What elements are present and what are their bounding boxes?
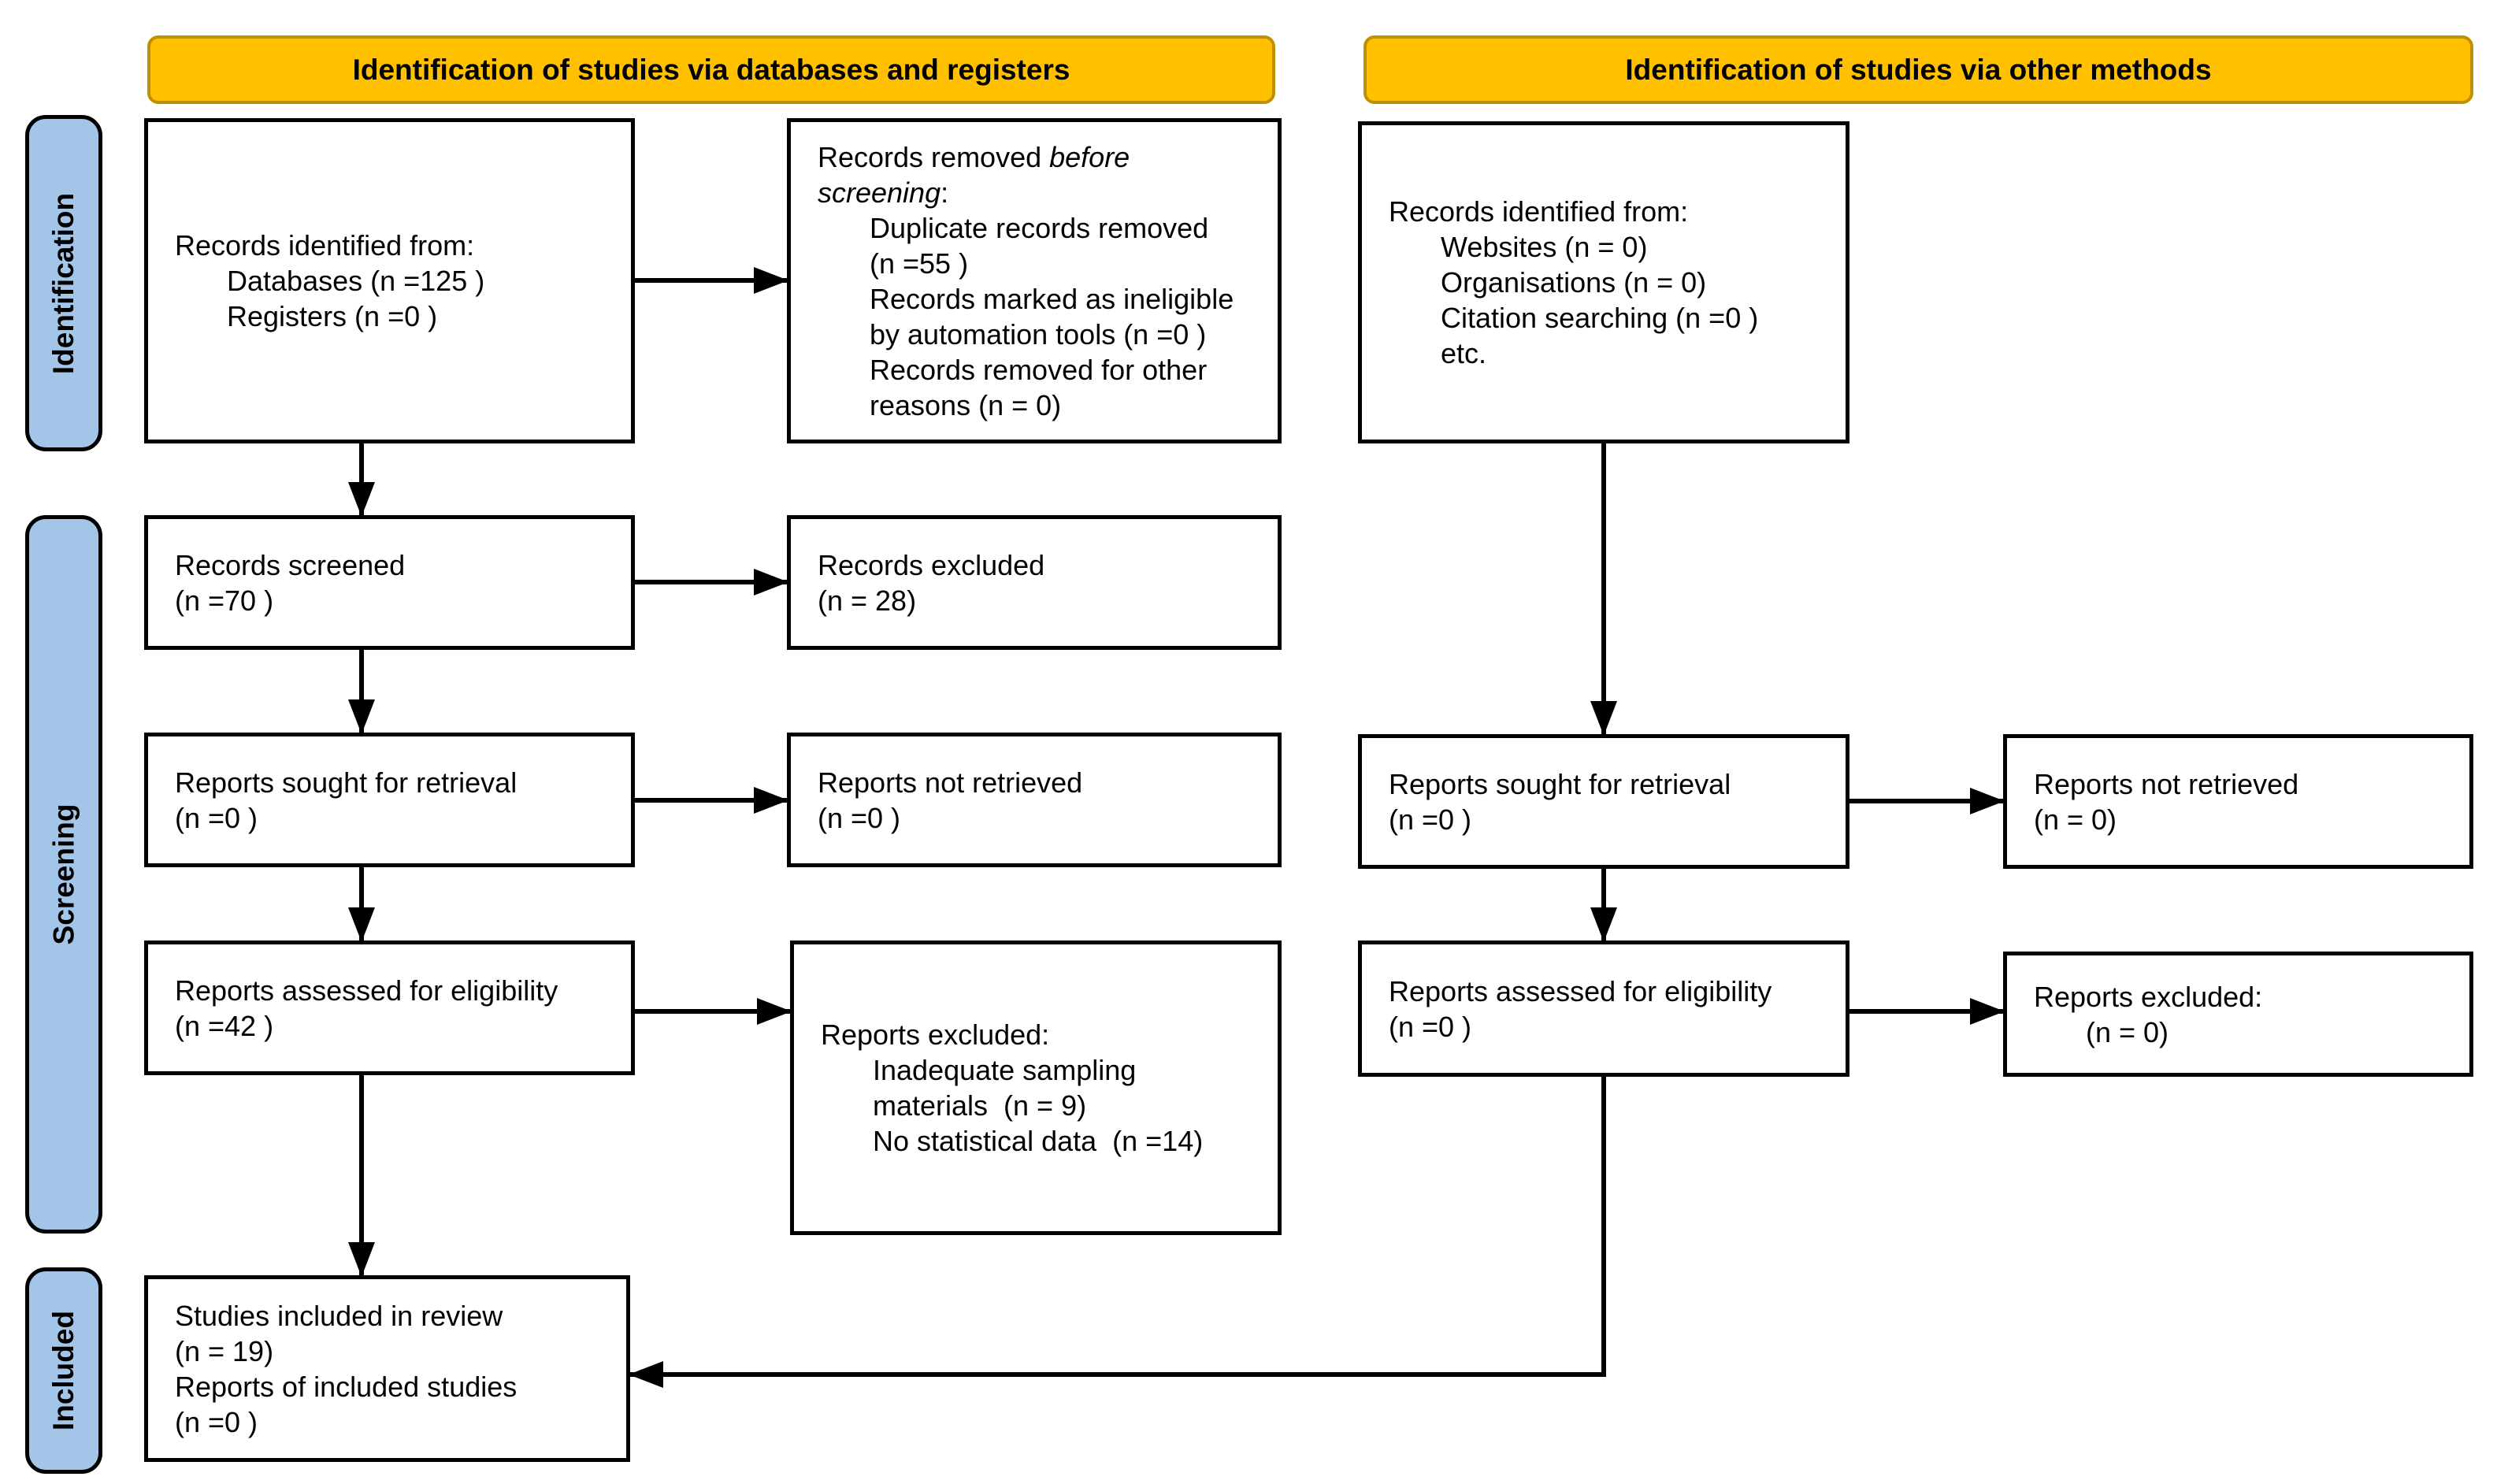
box-reports-not-retrieved-databases: Reports not retrieved (n =0 ) bbox=[787, 733, 1282, 867]
box-line: (n = 28) bbox=[818, 584, 917, 617]
box-line: Reports assessed for eligibility bbox=[175, 974, 558, 1007]
box-line: materials (n = 9) bbox=[873, 1089, 1087, 1122]
banner-other-label: Identification of studies via other meth… bbox=[1625, 53, 2212, 86]
box-line: Records removed before bbox=[818, 139, 1268, 175]
box-line: Reports excluded: bbox=[821, 1018, 1050, 1051]
text-segment-italic: screening bbox=[818, 176, 941, 209]
box-reports-excluded-databases: Reports excluded: Inadequate sampling ma… bbox=[790, 940, 1282, 1235]
box-line: by automation tools (n =0 ) bbox=[870, 317, 1207, 351]
box-line: Reports excluded: bbox=[2034, 980, 2263, 1013]
box-line: etc. bbox=[1441, 337, 1487, 369]
box-reports-assessed-other: Reports assessed for eligibility (n =0 ) bbox=[1358, 940, 1849, 1077]
box-line: No statistical data (n =14) bbox=[873, 1125, 1204, 1157]
box-records-excluded: Records excluded (n = 28) bbox=[787, 515, 1282, 650]
box-line: Records screened bbox=[175, 548, 406, 581]
box-line: Reports assessed for eligibility bbox=[1389, 974, 1772, 1007]
box-records-screened: Records screened (n =70 ) bbox=[144, 515, 635, 650]
box-line: Websites (n = 0) bbox=[1441, 231, 1648, 263]
box-line: Inadequate sampling bbox=[873, 1054, 1137, 1086]
box-line: Studies included in review bbox=[175, 1299, 503, 1332]
box-line: Reports not retrieved bbox=[2034, 767, 2299, 800]
box-line: Registers (n =0 ) bbox=[227, 300, 438, 332]
box-line: Records identified from: bbox=[1389, 195, 1689, 228]
box-line: Reports sought for retrieval bbox=[1389, 767, 1731, 800]
box-line: (n = 19) bbox=[175, 1334, 274, 1367]
box-line: (n =0 ) bbox=[175, 801, 258, 834]
stage-screening: Screening bbox=[25, 515, 102, 1234]
text-segment: : bbox=[940, 176, 949, 209]
box-reports-sought-other: Reports sought for retrieval (n =0 ) bbox=[1358, 734, 1849, 869]
box-line: Records marked as ineligible bbox=[870, 282, 1234, 315]
box-line: (n =0 ) bbox=[175, 1405, 258, 1438]
box-reports-not-retrieved-other: Reports not retrieved (n = 0) bbox=[2003, 734, 2473, 869]
box-line: (n =42 ) bbox=[175, 1009, 274, 1042]
box-line: Reports sought for retrieval bbox=[175, 766, 518, 799]
box-reports-sought-databases: Reports sought for retrieval (n =0 ) bbox=[144, 733, 635, 867]
box-line: (n = 0) bbox=[2034, 803, 2117, 836]
box-line: Citation searching (n =0 ) bbox=[1441, 302, 1759, 334]
banner-databases-registers: Identification of studies via databases … bbox=[147, 35, 1275, 104]
stage-identification-label: Identification bbox=[47, 192, 80, 374]
stage-identification: Identification bbox=[25, 115, 102, 451]
box-reports-assessed-databases: Reports assessed for eligibility (n =42 … bbox=[144, 940, 635, 1075]
banner-databases-label: Identification of studies via databases … bbox=[352, 53, 1070, 86]
box-line: Records identified from: bbox=[175, 229, 475, 262]
stage-included: Included bbox=[25, 1267, 102, 1474]
box-line: (n =55 ) bbox=[870, 247, 969, 280]
stage-screening-label: Screening bbox=[47, 803, 80, 945]
box-line: (n = 0) bbox=[2086, 1015, 2169, 1048]
box-line: Organisations (n = 0) bbox=[1441, 266, 1707, 299]
box-studies-included: Studies included in review (n = 19) Repo… bbox=[144, 1275, 630, 1462]
box-line: Records removed for other bbox=[870, 353, 1208, 386]
stage-included-label: Included bbox=[47, 1310, 80, 1431]
box-line: Records excluded bbox=[818, 548, 1045, 581]
box-line: screening: bbox=[818, 175, 1268, 210]
box-records-identified-databases: Records identified from: Databases (n =1… bbox=[144, 118, 635, 443]
banner-other-methods: Identification of studies via other meth… bbox=[1363, 35, 2473, 104]
box-line: (n =0 ) bbox=[1389, 1010, 1472, 1043]
box-line: Reports not retrieved bbox=[818, 766, 1083, 799]
box-line: (n =70 ) bbox=[175, 584, 274, 617]
box-line: reasons (n = 0) bbox=[870, 388, 1062, 421]
text-segment-italic: before bbox=[1049, 140, 1130, 173]
box-records-removed-before-screening: Records removed before screening: Duplic… bbox=[787, 118, 1282, 443]
box-line: Duplicate records removed bbox=[870, 211, 1209, 244]
box-line: (n =0 ) bbox=[1389, 803, 1472, 836]
text-segment: Records removed bbox=[818, 140, 1050, 173]
box-line: (n =0 ) bbox=[818, 801, 901, 834]
box-reports-excluded-other: Reports excluded: (n = 0) bbox=[2003, 952, 2473, 1077]
box-line: Databases (n =125 ) bbox=[227, 265, 485, 297]
box-records-identified-other: Records identified from: Websites (n = 0… bbox=[1358, 121, 1849, 443]
box-line: Reports of included studies bbox=[175, 1370, 518, 1403]
arrow-other-assessed-to-included bbox=[629, 1077, 1606, 1388]
